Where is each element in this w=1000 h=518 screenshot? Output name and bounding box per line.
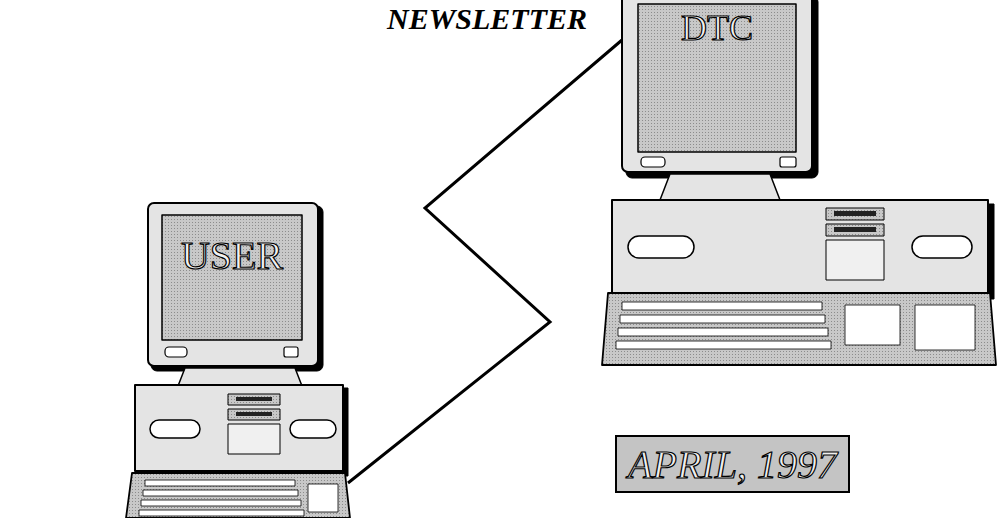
- computer-node: DTC: [622, 0, 1000, 365]
- date-label: APRIL, 1997: [628, 441, 837, 488]
- screen-label: USER: [162, 232, 302, 279]
- screen-label: DTC: [638, 7, 796, 49]
- computer-node: USER: [130, 200, 348, 518]
- link-line: [348, 40, 622, 483]
- newsletter-title: NEWSLETTER: [387, 2, 587, 36]
- date-box: APRIL, 1997: [615, 435, 850, 493]
